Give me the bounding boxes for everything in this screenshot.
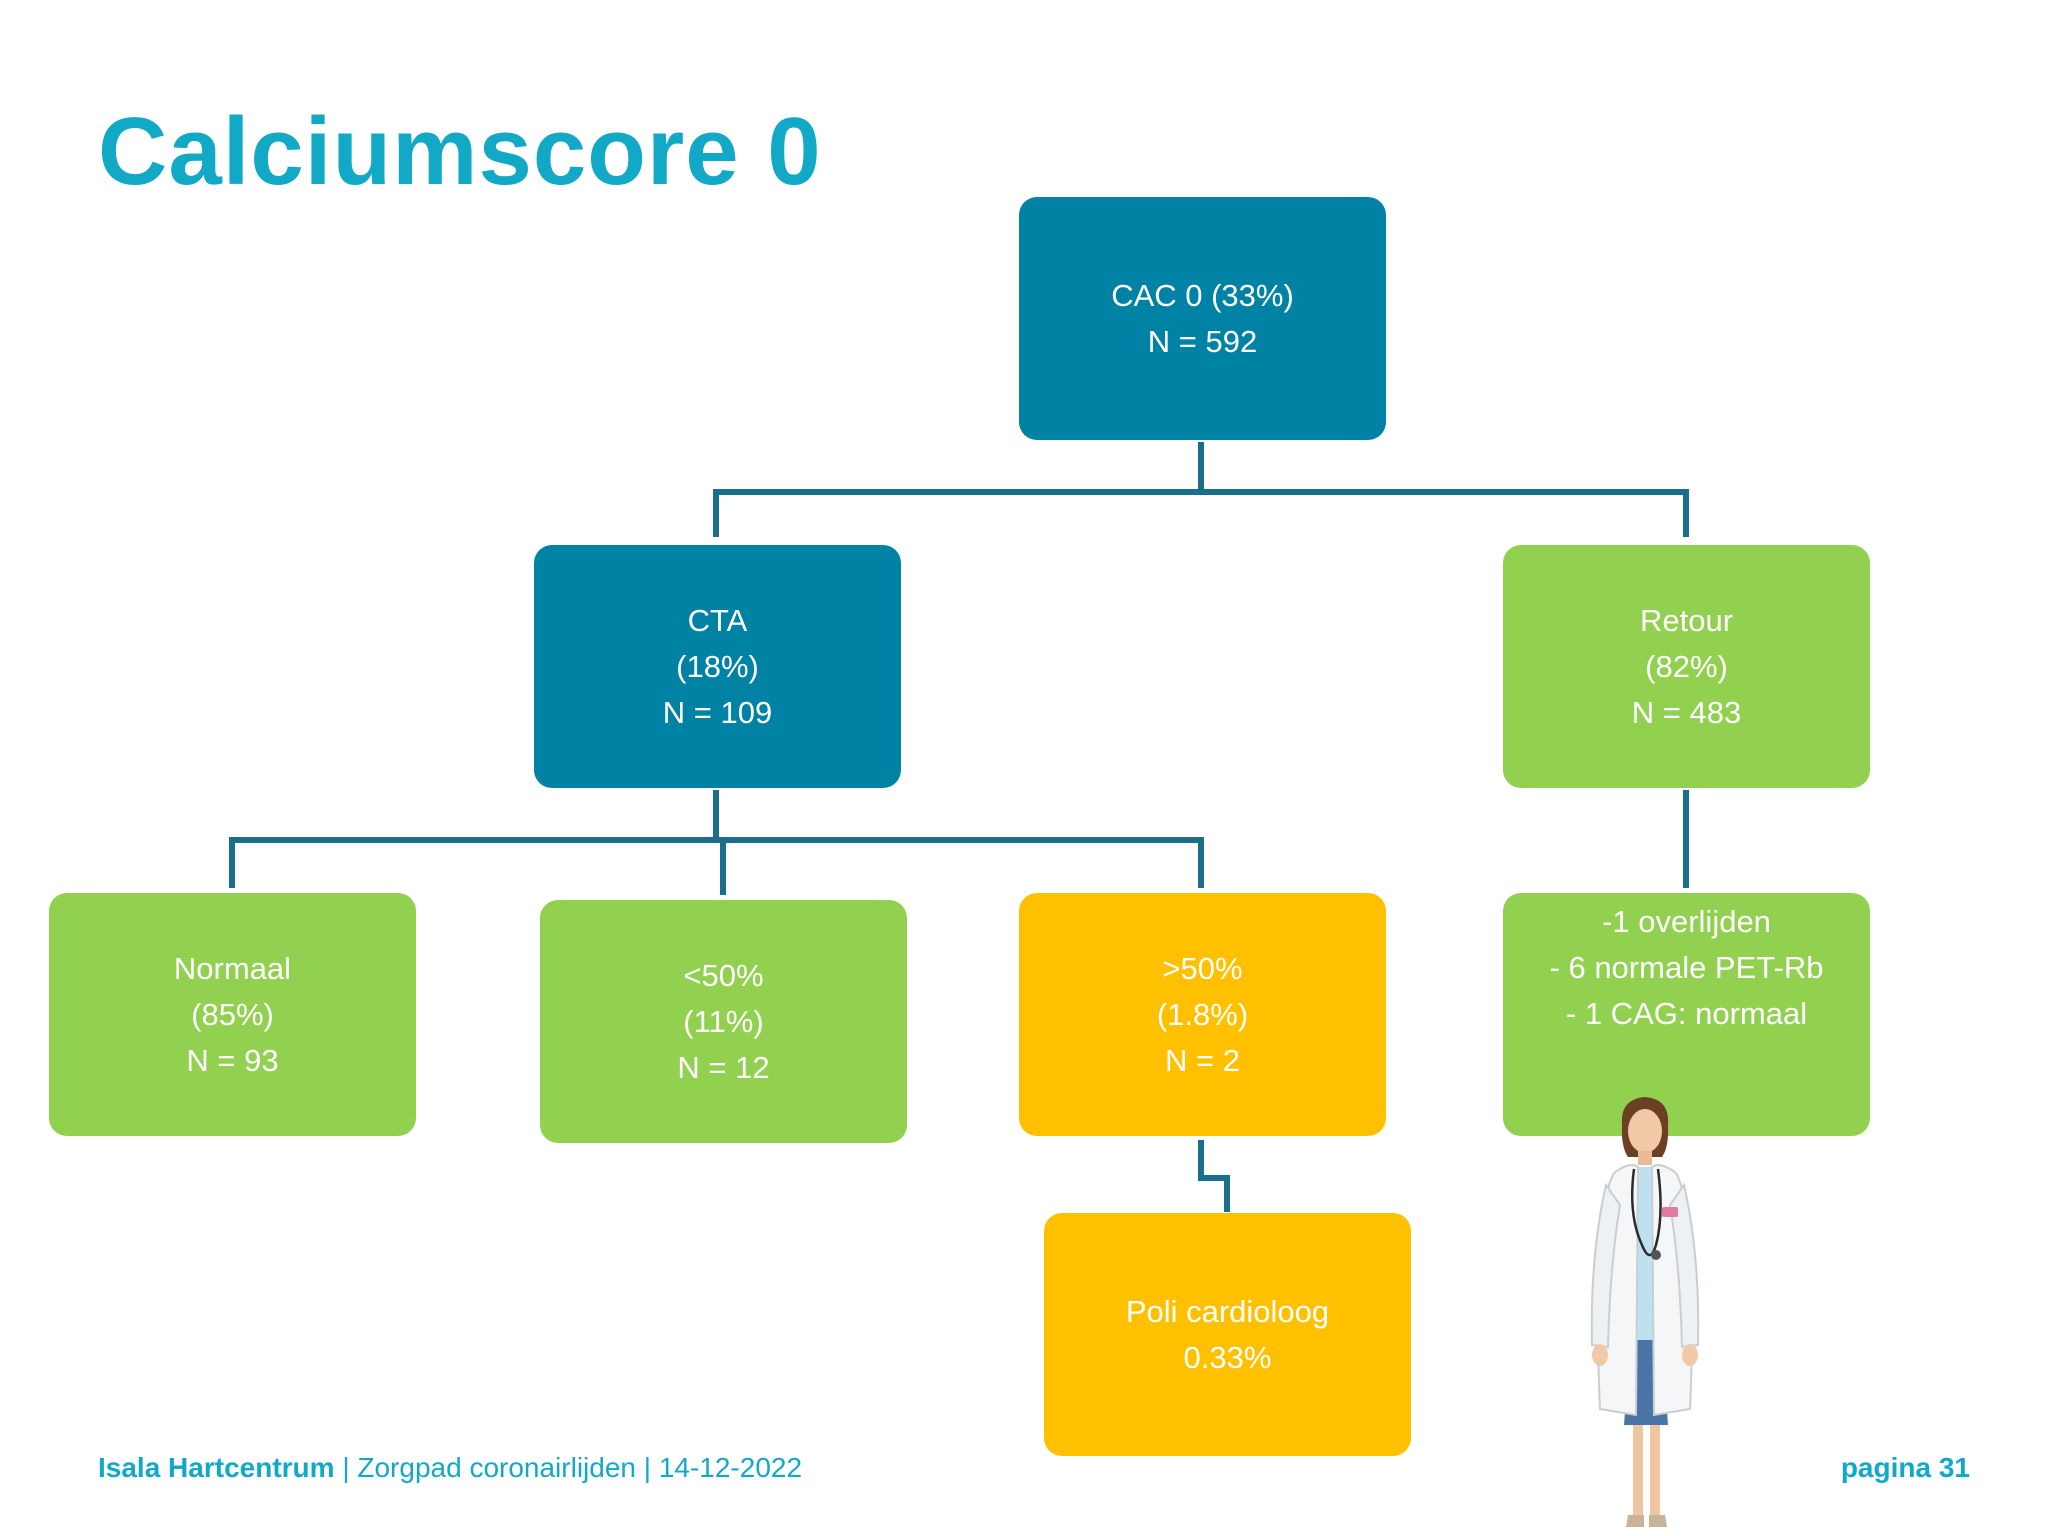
doctor-illustration: [1590, 1097, 1700, 1527]
node-retour: Retour (82%) N = 483: [1503, 545, 1870, 788]
node-normaal: Normaal (85%) N = 93: [49, 893, 416, 1136]
page-number: pagina 31: [1840, 1452, 1970, 1483]
node-retour-detail-line-3: - 1 CAG: normaal: [1565, 996, 1808, 1031]
node-cac0-line-2: N = 592: [1147, 323, 1258, 359]
node-poli-line-2: 0.33%: [1183, 1339, 1272, 1375]
node-gt50: >50% (1.8%) N = 2: [1019, 893, 1386, 1136]
node-lt50-line-3: N = 12: [677, 1049, 770, 1085]
node-normaal-line-3: N = 93: [186, 1042, 279, 1078]
connector-cta: [229, 790, 1204, 895]
connector-root: [713, 442, 1689, 537]
footer-left: Isala Hartcentrum | Zorgpad coronairlijd…: [98, 1452, 802, 1484]
node-gt50-line-2: (1.8%): [1156, 996, 1249, 1032]
node-cta-line-1: CTA: [687, 602, 748, 638]
footer-brand: Isala Hartcentrum: [98, 1452, 335, 1483]
node-gt50-line-3: N = 2: [1165, 1042, 1240, 1078]
node-retour-detail-line-1: -1 overlijden: [1602, 904, 1771, 939]
node-lt50: <50% (11%) N = 12: [540, 900, 907, 1143]
node-poli-line-1: Poli cardioloog: [1125, 1293, 1330, 1329]
node-retour-line-2: (82%): [1645, 648, 1728, 684]
node-normaal-line-1: Normaal: [173, 950, 292, 986]
node-cac0: CAC 0 (33%) N = 592: [1019, 197, 1386, 440]
node-gt50-line-1: >50%: [1162, 950, 1243, 986]
node-lt50-line-2: (11%): [683, 1003, 764, 1039]
node-lt50-line-1: <50%: [683, 957, 764, 993]
node-normaal-line-2: (85%): [191, 996, 274, 1032]
node-cac0-line-1: CAC 0 (33%): [1111, 277, 1294, 313]
node-retour-detail-line-2: - 6 normale PET-Rb: [1549, 950, 1824, 985]
node-cta-line-3: N = 109: [662, 694, 773, 730]
node-retour-line-3: N = 483: [1631, 694, 1742, 730]
node-cta: CTA (18%) N = 109: [534, 545, 901, 788]
node-poli-cardioloog: Poli cardioloog 0.33%: [1044, 1213, 1411, 1456]
footer-subtitle: | Zorgpad coronairlijden | 14-12-2022: [334, 1452, 803, 1483]
node-retour-line-1: Retour: [1639, 602, 1734, 638]
node-cta-line-2: (18%): [676, 648, 759, 684]
connector-poli: [1198, 1140, 1230, 1212]
page-title: Calciumscore 0: [98, 98, 822, 205]
node-retour-detail: -1 overlijden - 6 normale PET-Rb - 1 CAG…: [1503, 893, 1870, 1136]
